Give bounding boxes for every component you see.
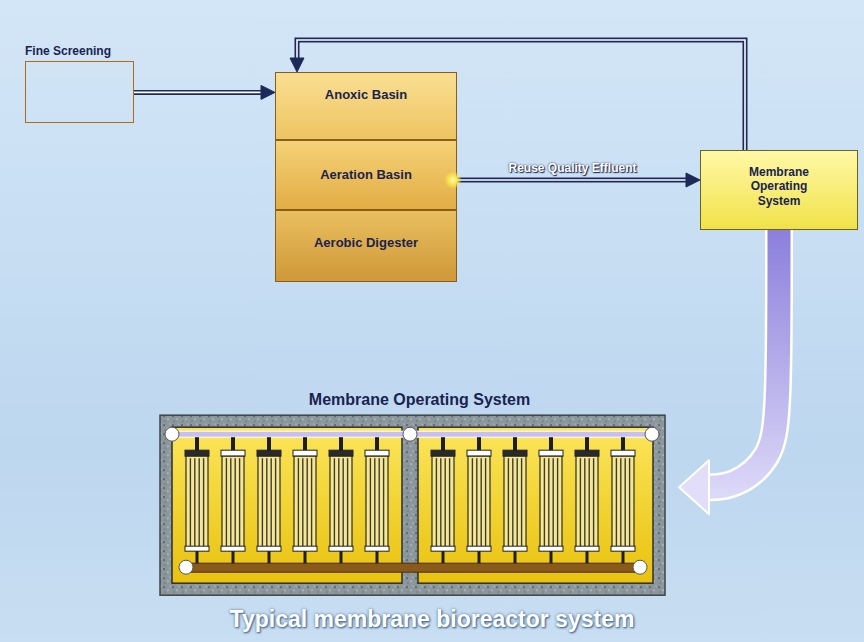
flow-arrow	[679, 230, 779, 514]
membrane-module	[221, 437, 245, 563]
shape-outline	[25, 61, 134, 123]
membrane-module	[611, 437, 635, 563]
process-box: Membrane Operating System	[700, 150, 858, 230]
membrane-module	[503, 437, 527, 563]
pipe-inner	[134, 92, 263, 94]
membrane-module	[467, 437, 491, 563]
membrane-module	[365, 437, 389, 563]
membrane-module	[293, 437, 317, 563]
membrane-modules	[185, 437, 635, 563]
pipe-end	[165, 427, 179, 441]
tank-housing	[160, 415, 665, 595]
box-label: Aerobic Digester	[276, 235, 456, 251]
permeate-pipe	[186, 563, 640, 572]
pipe-end	[645, 427, 659, 441]
pipe-end	[633, 560, 647, 574]
pipe-outer	[134, 90, 263, 95]
membrane-module	[539, 437, 563, 563]
shape-outline	[160, 415, 679, 595]
tank-chamber	[418, 427, 653, 583]
pipe-inner	[457, 179, 688, 181]
pipe-outer	[457, 178, 688, 183]
box-heading: Fine Screening	[25, 44, 134, 58]
membrane-module	[329, 437, 353, 563]
basin-band: Aeration Basin	[275, 140, 457, 210]
pipe-connector	[134, 85, 275, 99]
membrane-tank-box: Membrane Operating System	[160, 390, 679, 595]
membrane-module	[575, 437, 599, 563]
box-label: Membrane Operating System	[731, 165, 827, 208]
figure-caption: Typical membrane bioreactor system	[0, 606, 864, 633]
digester-band: Aerobic Digester	[275, 210, 457, 282]
box-label: Aeration Basin	[276, 167, 456, 183]
flow-arrow-outline	[707, 230, 779, 487]
arrowhead	[290, 58, 304, 72]
membrane-module	[257, 437, 281, 563]
pipe-connector	[457, 173, 700, 187]
arrowhead	[261, 85, 275, 99]
membrane-tank	[160, 415, 665, 595]
membrane-module	[185, 437, 209, 563]
flow-label: Reuse Quality Effluent	[508, 161, 636, 175]
outlet-glow	[444, 171, 462, 189]
arrowhead	[686, 173, 700, 187]
membrane-module	[431, 437, 455, 563]
arrowhead	[679, 460, 709, 514]
box-heading: Membrane Operating System	[160, 390, 679, 409]
box-label: Anoxic Basin	[276, 87, 456, 103]
flow-arrow-body	[707, 230, 779, 487]
screen-box: Fine Screening	[25, 44, 134, 123]
basin-band: Anoxic Basin	[275, 72, 457, 140]
pipe-end	[179, 560, 193, 574]
pipe-end	[403, 427, 417, 441]
tank-chamber	[172, 427, 402, 583]
